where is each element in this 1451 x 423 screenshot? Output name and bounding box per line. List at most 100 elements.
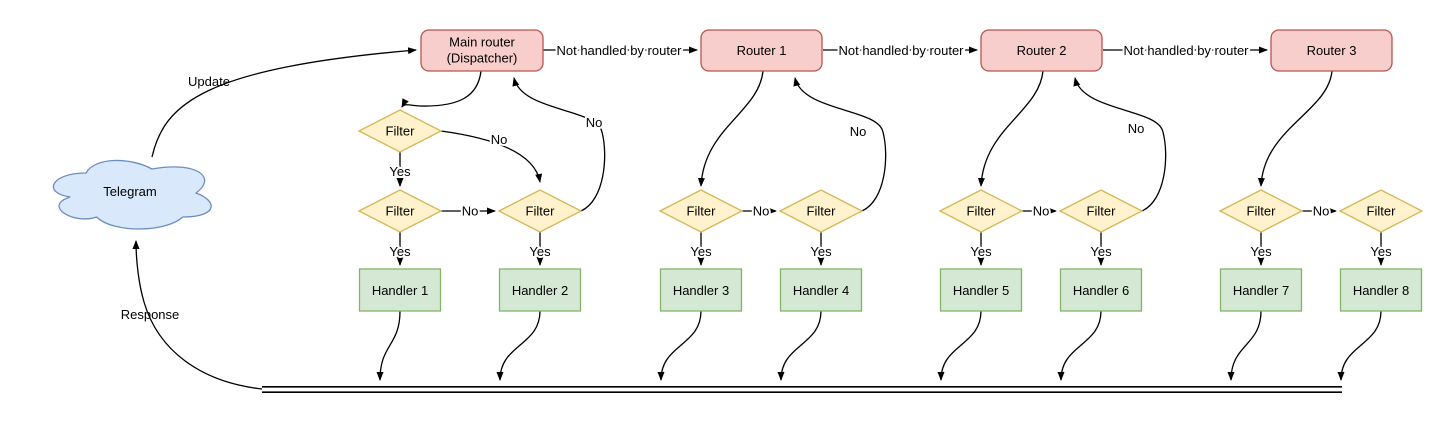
node-filter-r2-left: Filter [938, 189, 1024, 233]
filter-label: Filter [967, 204, 997, 219]
label-no-main-top: No [491, 132, 508, 147]
filter-diamond [1338, 189, 1424, 233]
node-filter-r3-left: Filter [1218, 189, 1304, 233]
label-update: Update [188, 74, 230, 89]
filter-label: Filter [807, 204, 837, 219]
main-router-box [420, 29, 544, 72]
filter-diamond [357, 189, 443, 233]
router1-label: Router 1 [737, 43, 787, 58]
handler-label: Handler 2 [512, 283, 568, 298]
handler-label: Handler 4 [793, 283, 849, 298]
label-no-r1-loop: No [850, 124, 867, 139]
main-router-label-line2: (Dispatcher) [447, 51, 518, 66]
edge-router2-to-filter [977, 70, 1044, 187]
main-router-label-line1: Main router [449, 35, 515, 50]
label-response: Response [121, 307, 180, 322]
edge-handler2-to-bus [496, 310, 541, 381]
handler-label: Handler 1 [372, 283, 428, 298]
node-handler-1: Handler 1 [358, 268, 442, 312]
router2-box [980, 29, 1103, 72]
cloud-label: Telegram [103, 184, 156, 199]
label-yes-h3: Yes [690, 244, 712, 259]
node-main-router: Main router (Dispatcher) [420, 29, 544, 72]
node-router-2: Router 2 [980, 29, 1103, 72]
node-filter-main-top: Filter [357, 109, 443, 153]
edge-handler6-to-bus [1057, 310, 1102, 381]
label-no-r3-mid: No [1313, 204, 1330, 219]
handler-label: Handler 3 [673, 283, 729, 298]
handler-box [939, 268, 1023, 312]
router2-label: Router 2 [1017, 43, 1067, 58]
handler-label: Handler 7 [1233, 283, 1289, 298]
label-yes-h1: Yes [389, 244, 411, 259]
label-yes-h7: Yes [1250, 244, 1272, 259]
edge-update [151, 47, 417, 158]
handler-label: Handler 5 [953, 283, 1009, 298]
edge-filtertop-no [440, 130, 543, 183]
node-handler-5: Handler 5 [939, 268, 1023, 312]
edge-router3-to-filter [1257, 70, 1333, 187]
label-yes-h2: Yes [529, 244, 551, 259]
label-not-handled-2: Not handled by router [838, 43, 964, 58]
label-no-r2-loop: No [1128, 121, 1145, 136]
node-filter-r2-right: Filter [1058, 189, 1144, 233]
edge-labels: Update Response Not handled by router No… [121, 41, 1394, 322]
handler-label: Handler 8 [1353, 283, 1409, 298]
edge-response [132, 240, 263, 390]
node-handler-8: Handler 8 [1339, 268, 1423, 312]
edge-handler7-to-bus [1227, 310, 1262, 381]
label-no-r1-mid: No [753, 204, 770, 219]
handler-box [358, 268, 442, 312]
node-handler-6: Handler 6 [1059, 268, 1143, 312]
filter-diamond [357, 109, 443, 153]
edge-handler8-to-bus [1337, 310, 1382, 381]
label-yes-h5: Yes [970, 244, 992, 259]
filter-label: Filter [526, 204, 556, 219]
filter-diamond [938, 189, 1024, 233]
router3-box [1270, 29, 1393, 72]
node-filter-main-left: Filter [357, 189, 443, 233]
edge-handler4-to-bus [777, 310, 822, 381]
edge-main-loopback-no [512, 77, 606, 212]
label-yes-main-top: Yes [389, 164, 411, 179]
edge-router1-to-filter [697, 70, 764, 187]
node-handler-4: Handler 4 [779, 268, 863, 312]
edges [132, 46, 1385, 394]
filter-diamond [1218, 189, 1304, 233]
filter-label: Filter [386, 124, 416, 139]
node-filter-r3-right: Filter [1338, 189, 1424, 233]
edge-router1-loopback-no [793, 77, 887, 212]
filter-label: Filter [687, 204, 717, 219]
cloud-shape [52, 159, 212, 230]
handler-box [498, 268, 582, 312]
filter-diamond [658, 189, 744, 233]
node-filter-main-right: Filter [497, 189, 583, 233]
handler-box [659, 268, 743, 312]
node-filter-r1-right: Filter [778, 189, 864, 233]
filter-label: Filter [1247, 204, 1277, 219]
router1-box [700, 29, 823, 72]
edge-handler1-to-bus [376, 310, 401, 381]
label-not-handled-1: Not handled by router [556, 43, 682, 58]
filter-diamond [497, 189, 583, 233]
node-handler-3: Handler 3 [659, 268, 743, 312]
edge-router2-loopback-no [1073, 77, 1167, 212]
filter-diamond [1058, 189, 1144, 233]
node-router-3: Router 3 [1270, 29, 1393, 72]
edge-handler5-to-bus [937, 310, 982, 381]
node-filter-r1-left: Filter [658, 189, 744, 233]
filter-label: Filter [386, 204, 416, 219]
label-no-main-loop: No [586, 115, 603, 130]
label-no-main-mid: No [462, 204, 479, 219]
label-yes-h8: Yes [1370, 244, 1392, 259]
edge-mainrouter-to-filter-top [401, 70, 482, 108]
router3-label: Router 3 [1307, 43, 1357, 58]
label-no-r2-mid: No [1033, 204, 1050, 219]
node-handler-7: Handler 7 [1219, 268, 1303, 312]
filter-diamond [778, 189, 864, 233]
label-not-handled-3: Not handled by router [1123, 43, 1249, 58]
node-telegram-cloud: Telegram [52, 159, 212, 230]
handler-box [1059, 268, 1143, 312]
